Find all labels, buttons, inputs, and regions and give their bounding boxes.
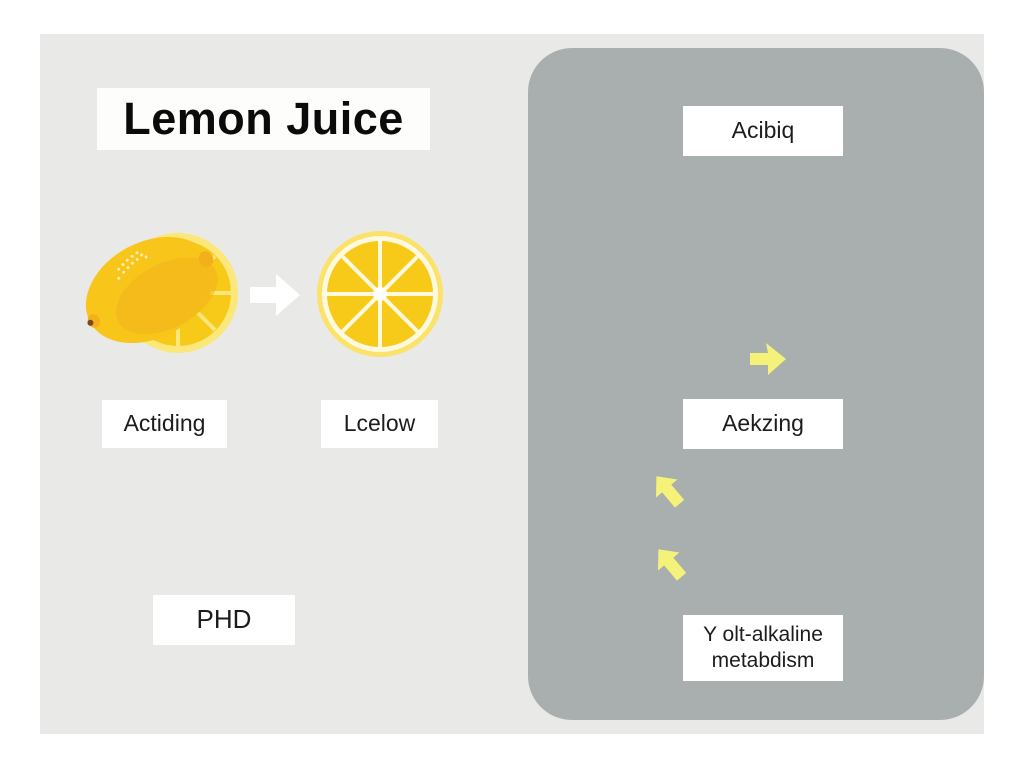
yellow-arrow-up-right-icon (655, 476, 685, 508)
label-acibiq: Acibiq (683, 106, 843, 156)
lemon-slice-icon (317, 231, 443, 357)
label-aekzing: Aekzing (683, 399, 843, 449)
yellow-arrow-up-left-icon (657, 549, 687, 581)
right-panel (528, 48, 984, 720)
diagram-title: Lemon Juice (97, 88, 430, 150)
arrow-right-icon (250, 274, 300, 316)
whole-lemon-icon (85, 233, 238, 353)
yellow-arrow-right-icon (750, 343, 786, 375)
label-actiding: Actiding (102, 400, 227, 448)
label-lcelow: Lcelow (321, 400, 438, 448)
label-phd: PHD (153, 595, 295, 645)
label-alkaline-metabolism: Y olt-alkaline metabdism (683, 615, 843, 681)
